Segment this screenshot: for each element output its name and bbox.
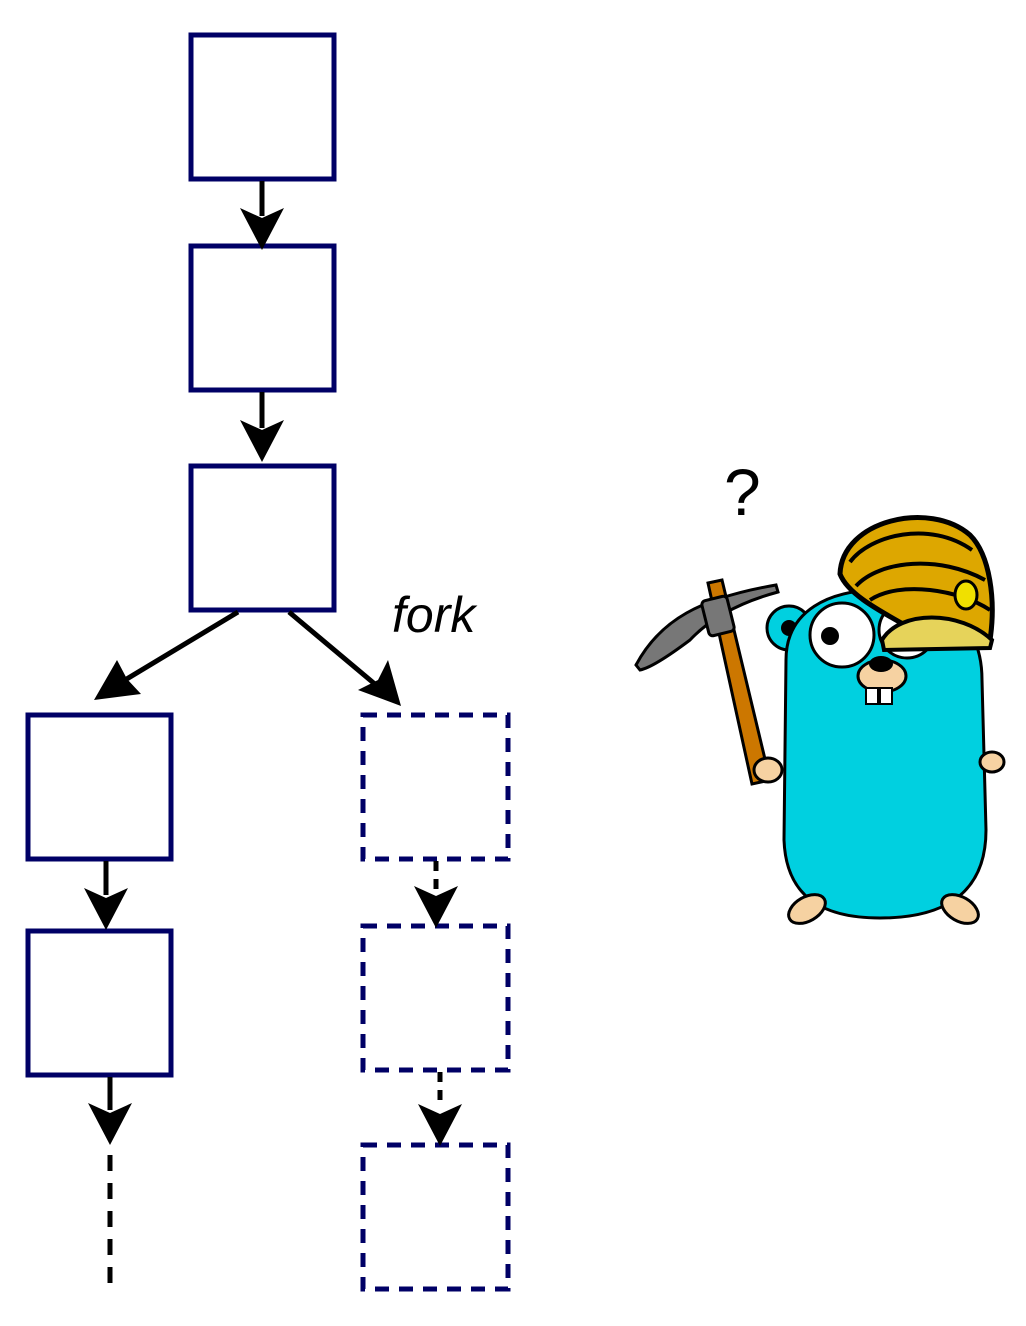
helmet-icon bbox=[837, 515, 995, 653]
arrow-3-to-left bbox=[94, 609, 240, 700]
question-mark: ? bbox=[724, 455, 761, 529]
block-left-2 bbox=[25, 928, 174, 1078]
arrow-2-to-3 bbox=[240, 392, 284, 462]
block-2 bbox=[188, 243, 337, 393]
arrow-fork2-to-fork3 bbox=[418, 1072, 462, 1146]
gopher-body bbox=[782, 588, 988, 920]
block-fork-3 bbox=[360, 1142, 511, 1292]
block-left-1 bbox=[25, 712, 174, 862]
arrow-fork1-to-fork2 bbox=[414, 861, 458, 928]
block-fork-1 bbox=[360, 712, 511, 862]
block-fork-2 bbox=[360, 923, 511, 1073]
arrow-3-to-fork bbox=[287, 610, 401, 706]
block-3 bbox=[188, 463, 337, 613]
arrow-left1-to-left2 bbox=[84, 861, 128, 930]
fork-label: fork bbox=[392, 587, 478, 643]
arrow-left2-to-next bbox=[88, 1077, 132, 1145]
arrow-1-to-2 bbox=[240, 181, 284, 250]
miner-gopher-mascot bbox=[634, 515, 1006, 925]
block-1 bbox=[188, 32, 337, 182]
pickaxe-head-icon bbox=[634, 583, 780, 672]
